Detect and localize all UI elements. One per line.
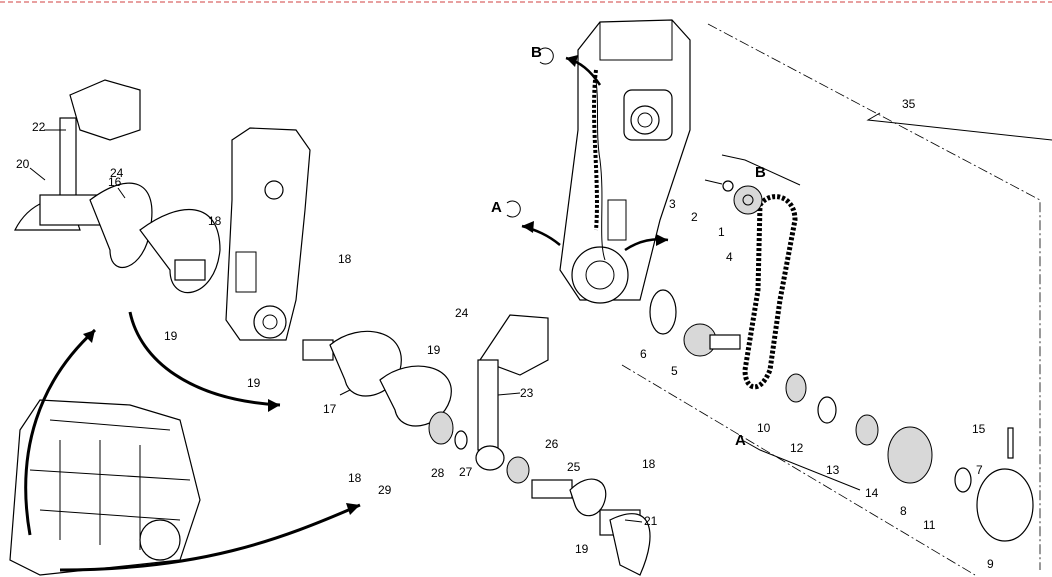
callout-26: 26 xyxy=(545,437,559,451)
auger-left xyxy=(14,182,221,294)
callout-14: 14 xyxy=(865,486,879,500)
callout-23: 23 xyxy=(520,386,534,400)
drive-chain xyxy=(592,69,798,390)
callout-2: 2 xyxy=(691,210,698,224)
callout-6: 6 xyxy=(640,347,647,361)
view-a-boundary-line xyxy=(621,364,976,576)
callout-27: 27 xyxy=(459,465,473,479)
callout-11: 11 xyxy=(923,518,936,532)
gearbox-housing-large xyxy=(559,19,691,304)
callout-20: 20 xyxy=(16,157,30,171)
auger-middle xyxy=(302,330,468,450)
pin xyxy=(1007,427,1014,459)
callout-16: 16 xyxy=(108,175,122,189)
seal-ring xyxy=(855,414,879,446)
auger-right xyxy=(531,478,651,576)
callout-13: 13 xyxy=(826,463,840,477)
view-label-b-top: B xyxy=(531,44,542,61)
callout-8: 8 xyxy=(900,504,907,518)
arrow-heads xyxy=(83,55,668,515)
spacer-ring xyxy=(817,396,837,424)
view-label-b-detail: B xyxy=(755,164,766,181)
callout-18-a: 18 xyxy=(208,214,222,228)
callout-1: 1 xyxy=(718,225,725,239)
view-label-a-detail: A xyxy=(735,432,746,449)
leader-lines xyxy=(29,112,1052,523)
flow-arrows xyxy=(24,56,669,572)
callout-4: 4 xyxy=(726,250,733,264)
circlip xyxy=(954,467,972,493)
callout-18-d: 18 xyxy=(642,457,656,471)
callout-24-b: 24 xyxy=(455,306,469,320)
gearbox-housing-small xyxy=(225,127,311,341)
callout-19-b: 19 xyxy=(247,376,261,390)
callout-22: 22 xyxy=(32,120,46,134)
callout-17: 17 xyxy=(323,402,337,416)
view-label-a-top: A xyxy=(491,199,502,216)
callout-12: 12 xyxy=(790,441,804,455)
callout-28: 28 xyxy=(431,466,445,480)
callout-19-d: 19 xyxy=(575,542,589,556)
sprocket-lower xyxy=(683,323,741,357)
bearing-flange xyxy=(887,426,933,484)
callout-7: 7 xyxy=(976,463,983,477)
callout-35: 35 xyxy=(902,97,916,111)
callout-21: 21 xyxy=(644,514,658,528)
callout-19-a: 19 xyxy=(164,329,178,343)
callout-29: 29 xyxy=(378,483,392,497)
washer xyxy=(722,180,734,192)
rotation-symbol-a xyxy=(506,200,521,218)
bolt xyxy=(704,179,723,185)
callout-5: 5 xyxy=(671,364,678,378)
sprocket-upper xyxy=(733,185,763,215)
bearing xyxy=(785,373,807,403)
callout-25: 25 xyxy=(567,460,581,474)
callout-19-c: 19 xyxy=(427,343,441,357)
callout-18-c: 18 xyxy=(348,471,362,485)
paver-machine-sketch xyxy=(9,399,201,576)
callout-9: 9 xyxy=(987,557,994,571)
callout-24-a: 24 xyxy=(110,166,124,180)
callout-18-b: 18 xyxy=(338,252,352,266)
callout-10: 10 xyxy=(757,421,771,435)
callout-3: 3 xyxy=(669,197,676,211)
rotation-symbol-b xyxy=(539,47,554,65)
mounting-bracket-left xyxy=(59,79,141,209)
mounting-bracket-middle xyxy=(475,314,549,484)
o-ring xyxy=(649,289,677,335)
end-cap xyxy=(976,468,1034,542)
callout-15: 15 xyxy=(972,422,986,436)
